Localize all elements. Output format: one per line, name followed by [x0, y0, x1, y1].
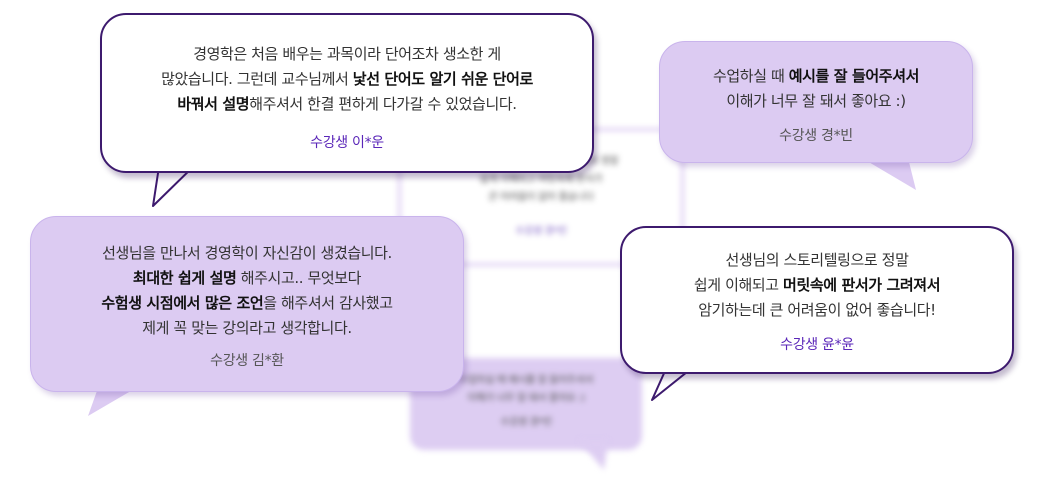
testimonial-text: 수업하실 때 예시를 잘 들어주셔서 이해가 너무 잘 돼서 좋아요 :) — [660, 64, 972, 114]
testimonial-text: 경영학은 처음 배우는 과목이라 단어조차 생소한 게 많았습니다. 그런데 교… — [102, 42, 592, 117]
text-segment: 해주시고.. 무엇보다 — [236, 269, 362, 287]
testimonial-card: 선생님을 만나서 경영학이 자신감이 생겼습니다. 최대한 쉽게 설명 해주시고… — [30, 216, 464, 392]
blurred-background-tail — [578, 440, 608, 470]
text-segment: 선생님의 스토리텔링으로 정말 — [725, 251, 909, 269]
highlighted-text: 최대한 쉽게 설명 — [132, 269, 237, 287]
testimonial-card: 경영학은 처음 배우는 과목이라 단어조차 생소한 게 많았습니다. 그런데 교… — [100, 13, 594, 173]
testimonial-author: 수강생 경*빈 — [779, 128, 853, 144]
testimonial-card: 수업하실 때 예시를 잘 들어주셔서 이해가 너무 잘 돼서 좋아요 :) 수강… — [659, 41, 973, 163]
text-segment: 선생님을 만나서 경영학이 자신감이 생겼습니다. — [102, 244, 392, 262]
testimonial-text: 선생님을 만나서 경영학이 자신감이 생겼습니다. 최대한 쉽게 설명 해주시고… — [31, 241, 463, 341]
highlighted-text: 낯선 단어도 알기 쉬운 단어로 — [352, 70, 533, 88]
text-segment: 쉽게 이해되고 — [693, 276, 784, 294]
text-segment: 해주셔서 한결 편하게 다가갈 수 있었습니다. — [249, 95, 517, 113]
text-segment: 암기하는데 큰 어려움이 없어 좋습니다! — [698, 301, 936, 319]
testimonial-author: 수강생 윤*윤 — [780, 337, 854, 353]
testimonial-author: 수강생 김*환 — [210, 353, 284, 369]
speech-bubble-tail — [88, 388, 136, 416]
testimonial-text: 선생님의 스토리텔링으로 정말 쉽게 이해되고 머릿속에 판서가 그려져서 암기… — [622, 248, 1012, 323]
text-segment: 을 해주셔서 감사했고 — [263, 294, 393, 312]
highlighted-text: 머릿속에 판서가 그려져서 — [783, 276, 941, 294]
text-segment: 수업하실 때 — [713, 67, 789, 85]
text-segment: 경영학은 처음 배우는 과목이라 단어조차 생소한 게 — [193, 45, 501, 63]
highlighted-text: 수험생 시점에서 많은 조언 — [101, 294, 264, 312]
text-segment: 많았습니다. 그런데 교수님께서 — [161, 70, 353, 88]
testimonial-card: 선생님의 스토리텔링으로 정말 쉽게 이해되고 머릿속에 판서가 그려져서 암기… — [620, 226, 1014, 374]
highlighted-text: 바꿔서 설명 — [177, 95, 250, 113]
text-segment: 이해가 너무 잘 돼서 좋아요 :) — [726, 92, 906, 110]
speech-bubble-tail — [862, 158, 916, 190]
highlighted-text: 예시를 잘 들어주셔서 — [788, 67, 920, 85]
text-segment: 제게 꼭 맞는 강의라고 생각합니다. — [142, 319, 352, 337]
testimonial-author: 수강생 이*운 — [310, 135, 384, 151]
